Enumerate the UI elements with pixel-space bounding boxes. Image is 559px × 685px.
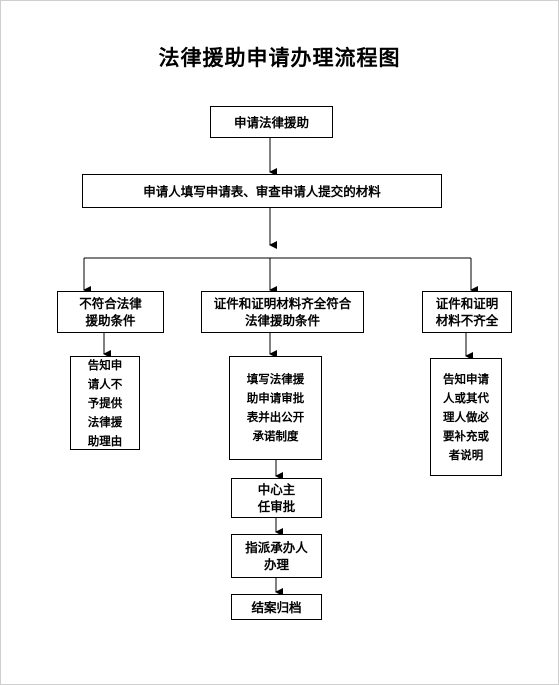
node-notify-refuse: 告知申请人不予提供法律援助理由 [70, 356, 140, 450]
page-title: 法律援助申请办理流程图 [158, 46, 401, 70]
node-assign-lawyer: 指派承办人办理 [231, 534, 322, 578]
node-notify-supplement: 告知申请人或其代理人做必要补充或者说明 [430, 358, 502, 476]
node-fill-form: 填写法律援助申请审批表并出公开承诺制度 [229, 356, 322, 460]
node-not-eligible: 不符合法律援助条件 [57, 291, 164, 333]
node-eligible: 证件和证明材料齐全符合法律援助条件 [201, 291, 364, 333]
node-close-archive: 结案归档 [231, 594, 322, 620]
node-director-approval: 中心主任审批 [231, 478, 322, 518]
node-fill-review: 申请人填写申请表、审查申请人提交的材料 [82, 174, 442, 208]
node-apply: 申请法律援助 [210, 106, 333, 138]
node-incomplete: 证件和证明材料不齐全 [422, 291, 512, 333]
